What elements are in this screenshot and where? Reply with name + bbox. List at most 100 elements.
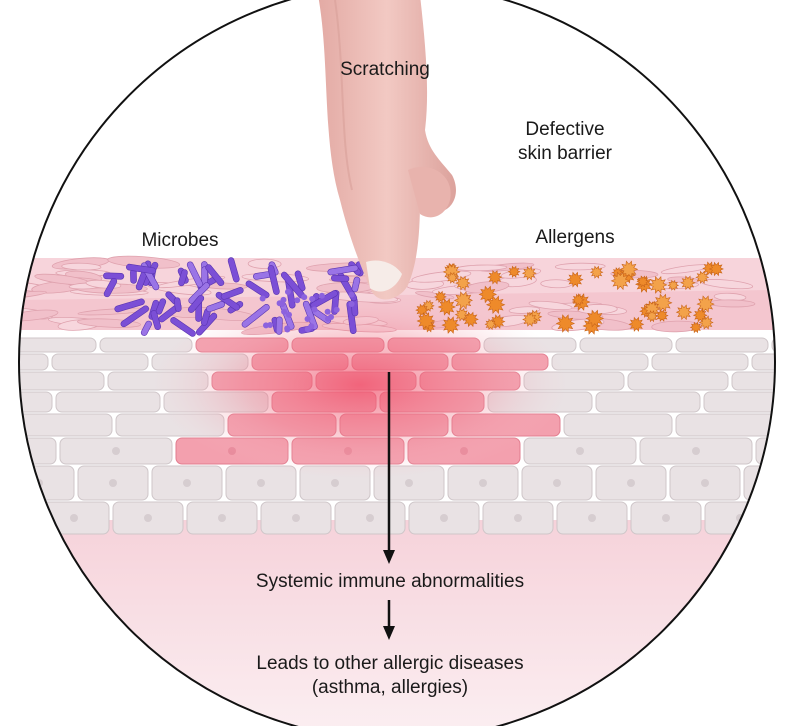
cell-nucleus [0, 514, 4, 522]
allergen-particle [437, 298, 456, 316]
epidermis-cell [771, 337, 775, 353]
inflammation-glow [150, 290, 570, 480]
allergen-particle [695, 270, 710, 284]
allergen-particle [636, 275, 650, 288]
microbes-cluster [103, 257, 364, 337]
microbe-coccus [348, 291, 355, 298]
microbe-coccus [324, 308, 331, 315]
microbe-rod [346, 301, 357, 335]
microbe-rod [173, 297, 182, 312]
allergen-particle [446, 271, 459, 284]
allergen-particle [708, 261, 724, 277]
allergen-particle [507, 265, 521, 278]
microbe-coccus [318, 292, 325, 299]
microbe-rod [206, 301, 225, 313]
cell-nucleus [70, 514, 78, 522]
microbe-coccus [259, 295, 266, 302]
microbe-coccus [333, 306, 340, 313]
microbe-rod [205, 264, 225, 287]
corneum-flake [528, 300, 573, 311]
epidermis-cell [51, 353, 149, 371]
cell-nucleus [514, 514, 522, 522]
cell-nucleus [112, 447, 120, 455]
microbe-rod [220, 287, 244, 300]
epidermis-cell [595, 391, 701, 413]
microbe-coccus [267, 321, 274, 328]
cell-nucleus [775, 479, 783, 487]
microbe-rod [170, 317, 196, 337]
allergen-particle [455, 275, 471, 291]
microbe-coccus [304, 316, 311, 323]
microbe-coccus [309, 295, 316, 302]
cell-nucleus [627, 479, 635, 487]
allergen-particle [416, 312, 436, 330]
microbe-rod [275, 316, 283, 335]
corneum-flake [540, 279, 573, 289]
allergen-particle [610, 271, 630, 291]
microbe-rod [126, 263, 157, 275]
cell-nucleus [331, 479, 339, 487]
microbe-rod [351, 276, 361, 293]
allergen-particle [585, 309, 605, 328]
microbe-coccus [308, 323, 315, 330]
epidermis-cell [627, 371, 729, 391]
epidermis-cell [55, 391, 161, 413]
allergens-cluster [415, 260, 724, 335]
allergen-particle [589, 265, 604, 279]
microbes-label: Microbes [141, 230, 219, 251]
cell-nucleus [440, 514, 448, 522]
epidermis-cell [675, 337, 769, 353]
allergen-particle [521, 266, 537, 281]
epidermis-cell [731, 371, 775, 391]
epidermis-cell [751, 353, 775, 371]
systemic-label: Systemic immune abnormalities [255, 571, 525, 592]
microbe-rod [120, 305, 149, 328]
allergen-particle [434, 290, 447, 303]
cell-nucleus [292, 514, 300, 522]
microbe-coccus [284, 288, 291, 295]
defective-line1: Defective [525, 119, 605, 140]
epidermis-cell [563, 413, 673, 437]
microbe-rod [294, 270, 306, 292]
allergen-particle [462, 311, 479, 328]
microbe-rod [241, 304, 270, 328]
cell-nucleus [183, 479, 191, 487]
cell-nucleus [576, 447, 584, 455]
cell-nucleus [479, 479, 487, 487]
corneum-flake [508, 306, 541, 314]
microbe-rod [140, 320, 152, 336]
microbe-rod [227, 257, 240, 283]
cell-nucleus [588, 514, 596, 522]
cell-nucleus [366, 514, 374, 522]
allergen-particle [566, 271, 584, 288]
epidermis-cell [19, 391, 53, 413]
cell-nucleus [553, 479, 561, 487]
allergens-label: Allergens [535, 227, 615, 248]
epidermis-cell [755, 437, 775, 465]
cell-nucleus [692, 447, 700, 455]
microbe-coccus [301, 294, 308, 301]
microbe-coccus [284, 326, 291, 333]
epidermis-cell [579, 337, 673, 353]
allergen-particle [485, 295, 506, 315]
cell-nucleus [218, 514, 226, 522]
microbe-rod [103, 277, 118, 298]
allergen-particle [555, 314, 576, 333]
allergen-particle [680, 275, 696, 291]
cell-nucleus [405, 479, 413, 487]
allergen-particle [484, 318, 497, 331]
epidermis-cell [651, 353, 749, 371]
allergen-particle [645, 310, 659, 323]
allergen-particle [667, 279, 680, 291]
epidermis-cell [788, 414, 794, 436]
leads-line2: (asthma, allergies) [311, 677, 469, 698]
defective-line2: skin barrier [518, 143, 612, 164]
allergen-particle [441, 316, 460, 334]
corneum-flake [554, 262, 606, 271]
magnifier-circle [18, 0, 776, 726]
allergen-particle [698, 315, 714, 330]
allergen-particle [648, 275, 668, 294]
microbe-rod [150, 310, 162, 331]
allergen-particle [571, 293, 585, 307]
allergen-particle [454, 307, 470, 322]
